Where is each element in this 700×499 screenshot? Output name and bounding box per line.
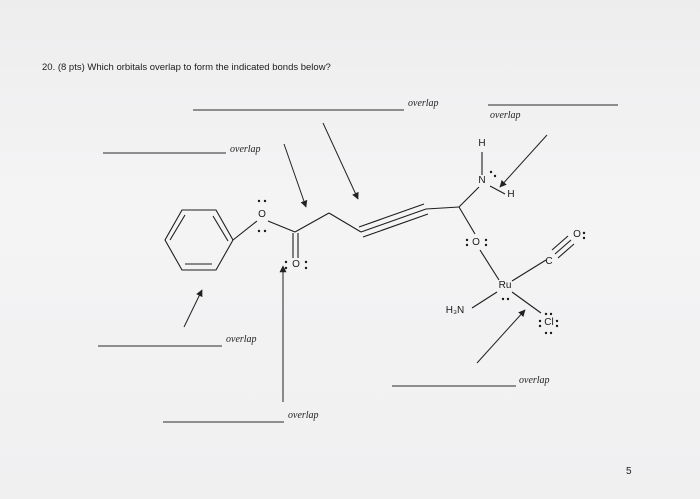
overlap-label-3: overlap (230, 144, 261, 155)
ester-oxygen-atom: O (258, 209, 266, 220)
ring-to-O-bond (232, 220, 258, 241)
CO-triple-bond-1 (554, 239, 572, 255)
C-to-N-bond (458, 186, 480, 208)
overlap-label-6: overlap (288, 410, 319, 421)
alkyne-bond-3 (362, 213, 429, 238)
Ru-to-CO-bond (511, 259, 547, 282)
arrow-to-CH2-alkyne-bond (322, 122, 359, 200)
carbonyl-ligand-oxygen: O (573, 229, 581, 240)
C-to-CH2-bond (294, 212, 330, 233)
C-to-OH-bond (458, 206, 476, 235)
O-to-carbonyl-C-bond (267, 220, 296, 233)
chlorine-atom: Cl (544, 317, 554, 328)
arrow-to-N-H-bond (499, 134, 548, 188)
overlap-label-1: overlap (408, 98, 439, 109)
alkyne-bond-2 (358, 203, 425, 228)
lone-pairs (257, 170, 586, 335)
nitrogen-atom: N (478, 175, 486, 186)
question-text: 20. (8 pts) Which orbitals overlap to fo… (42, 62, 331, 73)
ring-double-bond-1 (212, 215, 229, 242)
O-to-Ru-bond (479, 249, 500, 281)
overlap-label-2: overlap (490, 110, 521, 121)
CO-triple-bond-3 (557, 243, 575, 259)
Ru-to-Cl-bond (511, 291, 542, 314)
ruthenium-atom: Ru (498, 280, 512, 291)
CH2-to-alkyne-bond (328, 212, 362, 233)
carbonyl-ligand-carbon: C (545, 256, 553, 267)
alkyne-to-C-bond (425, 206, 460, 210)
hydrogen-top-atom: H (478, 138, 486, 149)
Ru-to-NH3-bond (471, 291, 498, 309)
page-number: 5 (626, 466, 632, 477)
overlap-label-5: overlap (519, 375, 550, 386)
arrow-to-Ru-Cl-bond (476, 309, 526, 364)
N-H-right-bond (489, 185, 506, 195)
CO-triple-bond-2 (551, 235, 569, 251)
carbonyl-oxygen-atom: O (292, 259, 300, 270)
ammine-ligand: H₃N (445, 305, 465, 316)
ring-double-bond-3 (169, 214, 186, 241)
benzene-ring (164, 209, 234, 271)
arrow-to-ring-bond (183, 289, 203, 328)
arrow-to-CH2-bond (283, 143, 308, 208)
hydroxyl-oxygen-atom: O (472, 237, 480, 248)
overlap-label-4: overlap (226, 334, 257, 345)
alkyne-bond-1 (360, 208, 427, 233)
hydrogen-right-atom: H (507, 189, 515, 200)
